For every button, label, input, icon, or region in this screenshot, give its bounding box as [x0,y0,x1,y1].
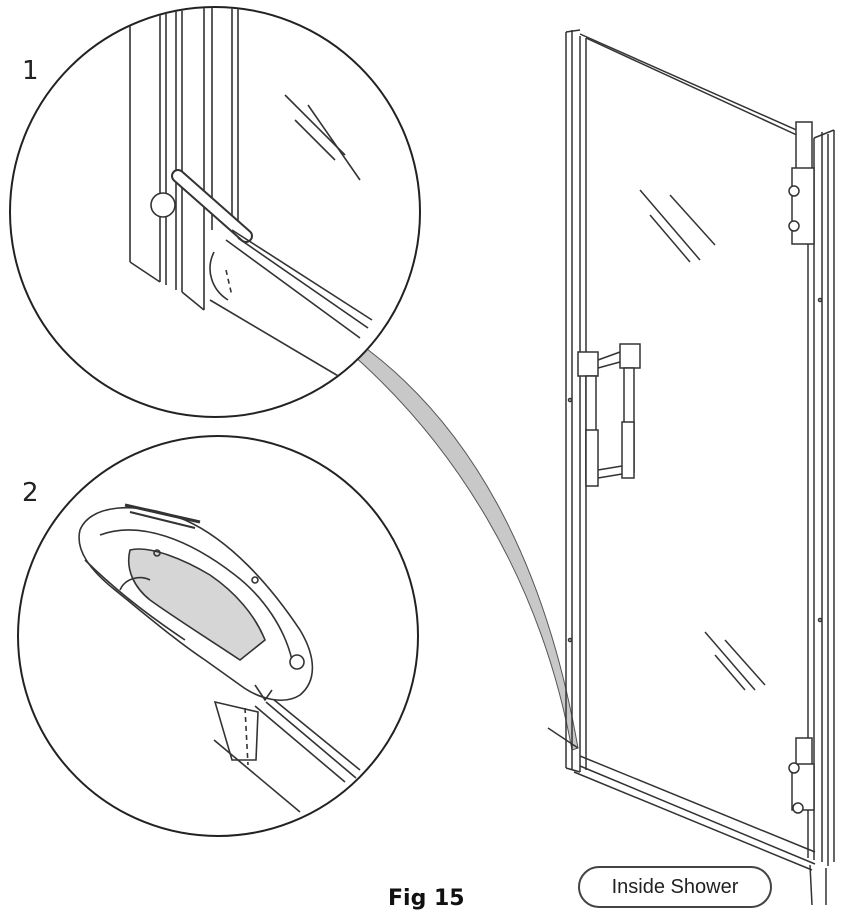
step-number-1: 1 [22,56,39,86]
inside-shower-label: Inside Shower [578,866,772,908]
figure-caption: Fig 15 [388,886,465,911]
step-number-2: 2 [22,478,39,508]
detail-circle-2 [17,435,419,837]
detail-circle-1 [9,6,421,418]
callout-wedge [344,337,579,751]
shower-door [547,29,835,906]
